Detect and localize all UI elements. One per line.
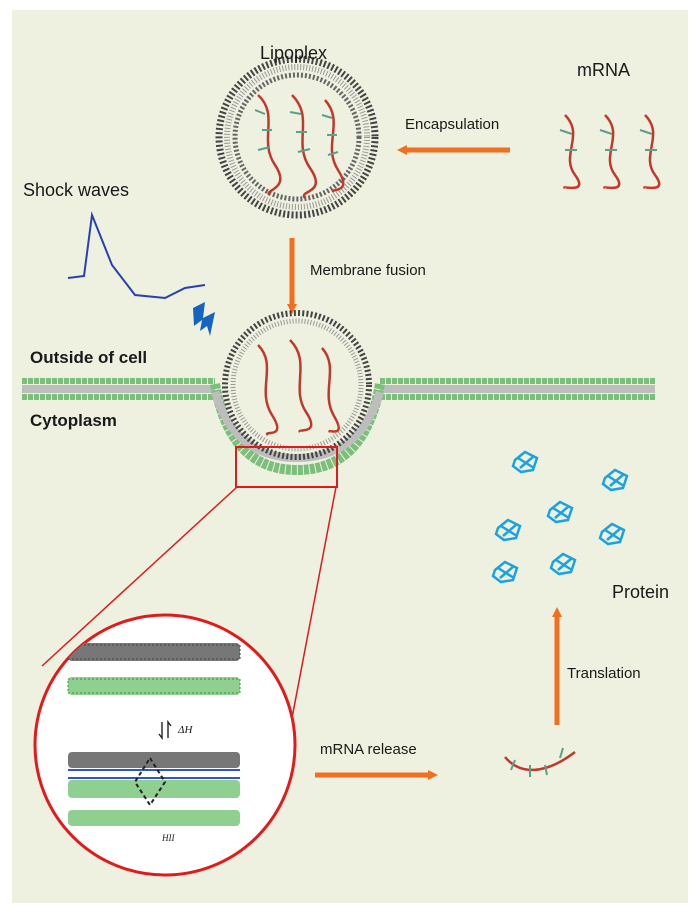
- protein-icon: [549, 552, 577, 576]
- protein-icon: [494, 518, 522, 542]
- membrane-fusion-label: Membrane fusion: [310, 262, 426, 279]
- shock-wave-curve: [67, 211, 206, 300]
- protein-icon: [511, 450, 539, 474]
- protein-icon: [491, 560, 519, 584]
- encapsulation-label: Encapsulation: [405, 116, 500, 133]
- lightning-icon: [193, 302, 215, 336]
- outside-of-cell-label: Outside of cell: [30, 348, 148, 367]
- protein-icon: [546, 500, 574, 524]
- connector-left: [41, 486, 238, 667]
- highlight-box: [235, 446, 338, 488]
- mrna-strand-icon: [257, 339, 340, 436]
- cell-membrane: [22, 378, 655, 476]
- translation-label: Translation: [567, 665, 641, 682]
- lipoplex-label: Lipoplex: [260, 43, 328, 63]
- lipoplex-vesicle: [215, 55, 379, 219]
- mrna-label: mRNA: [577, 60, 630, 80]
- protein-icon: [601, 468, 629, 492]
- shock-waves-label: Shock waves: [23, 180, 130, 200]
- hii-phase-label: HII: [162, 833, 175, 843]
- delta-h-label: ΔH: [178, 724, 193, 736]
- zoom-circle: [33, 613, 297, 877]
- mrna-strand-icon: [559, 114, 661, 190]
- connector-right: [291, 486, 337, 719]
- mrna-strand-icon: [254, 94, 345, 199]
- mrna-strand-icon: [504, 747, 576, 777]
- equilibrium-arrows-icon: [158, 719, 172, 741]
- protein-cluster: [491, 450, 629, 584]
- protein-icon: [598, 522, 626, 546]
- protein-label: Protein: [612, 582, 670, 602]
- fusing-vesicle: [222, 310, 372, 460]
- cytoplasm-label: Cytoplasm: [30, 411, 117, 430]
- mrna-release-label: mRNA release: [320, 741, 417, 758]
